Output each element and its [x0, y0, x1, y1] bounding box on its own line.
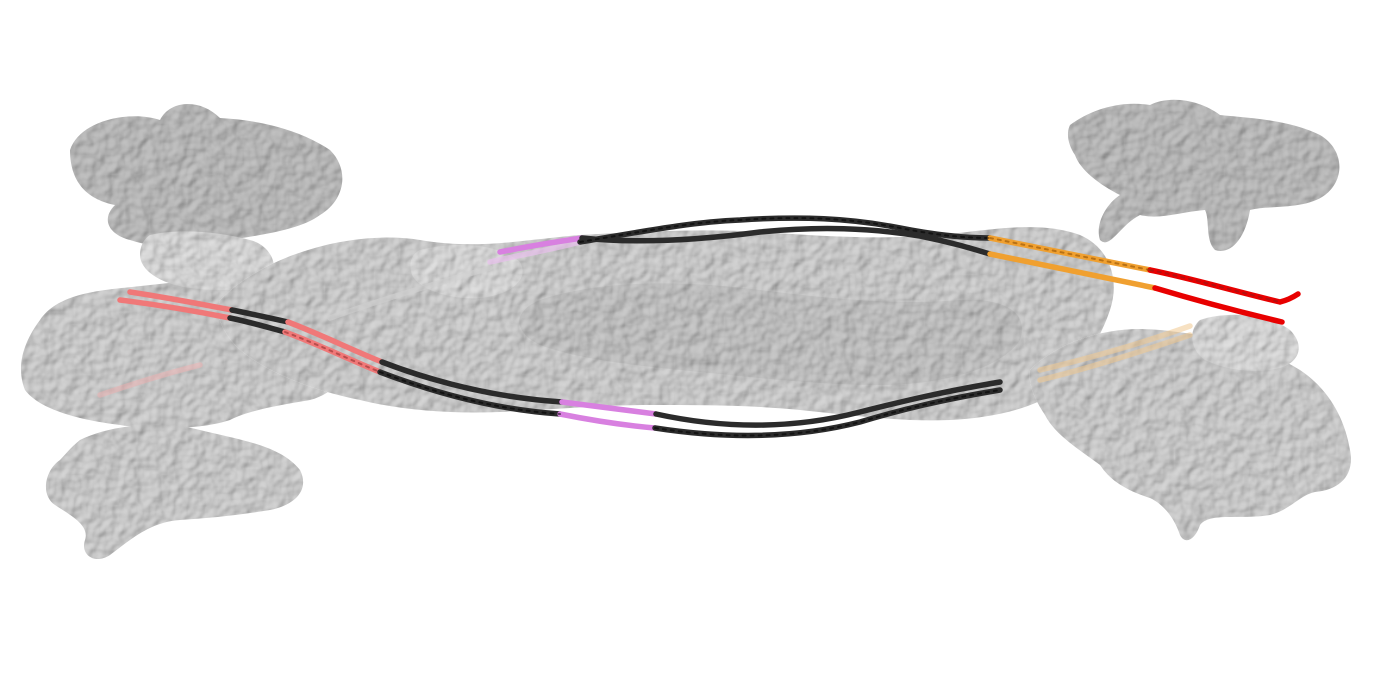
central-rod-surface — [218, 227, 1114, 421]
right-head-domain — [1029, 99, 1351, 541]
helix-shading — [284, 217, 1281, 437]
coiled-coil-upper — [97, 215, 1301, 398]
